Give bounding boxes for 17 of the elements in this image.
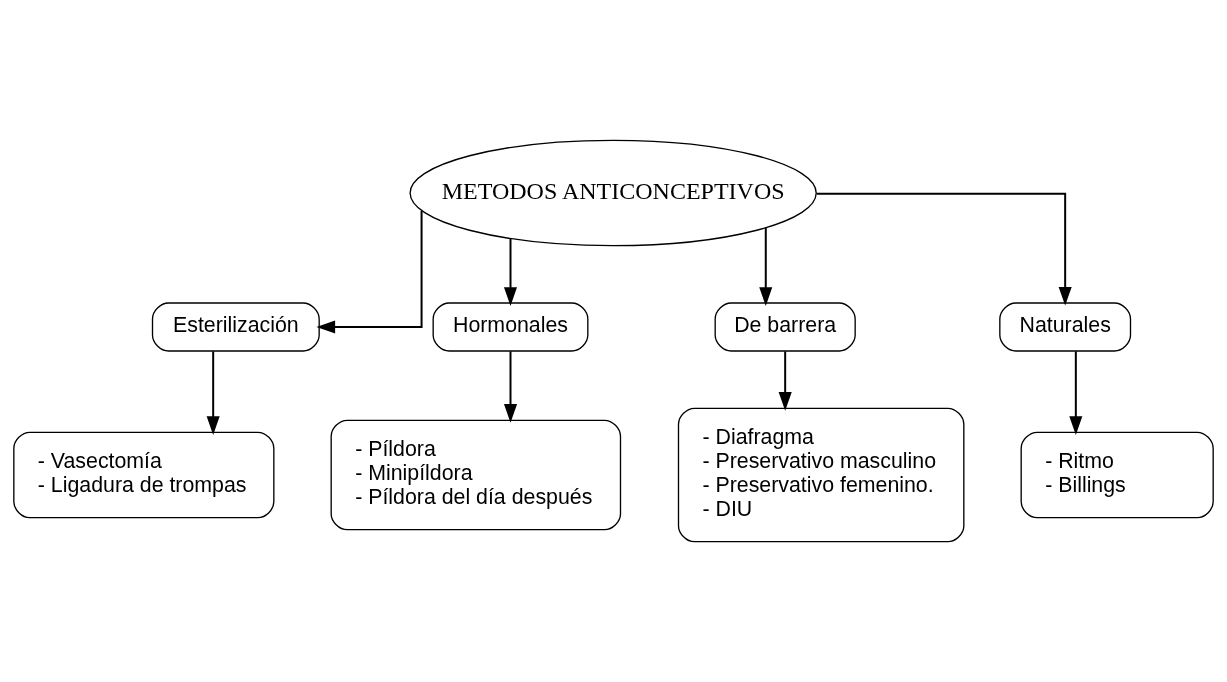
arrow: [815, 192, 1072, 306]
node-ellipse: METODOS ANTICONCEPTIVOS: [409, 139, 817, 247]
node-box: Naturales: [999, 302, 1132, 352]
node-box: De barrera: [714, 302, 856, 352]
node-box: Esterilización: [151, 302, 320, 352]
arrow: [316, 210, 423, 334]
arrow: [503, 350, 518, 423]
arrow: [503, 237, 518, 306]
node-box: - Ritmo - Billings: [1020, 431, 1214, 519]
node-box: - Diafragma - Preservativo masculino - Preservativo femenino. - DIU: [677, 407, 965, 543]
node-box: - Vasectomía - Ligadura de trompas: [13, 431, 275, 519]
arrow: [778, 350, 792, 411]
arrow: [759, 226, 773, 306]
arrow: [1069, 350, 1083, 435]
node-box: - Píldora - Minipíldora - Píldora del día después: [330, 419, 622, 531]
node-box: Hormonales: [432, 302, 589, 352]
arrow: [206, 350, 220, 435]
